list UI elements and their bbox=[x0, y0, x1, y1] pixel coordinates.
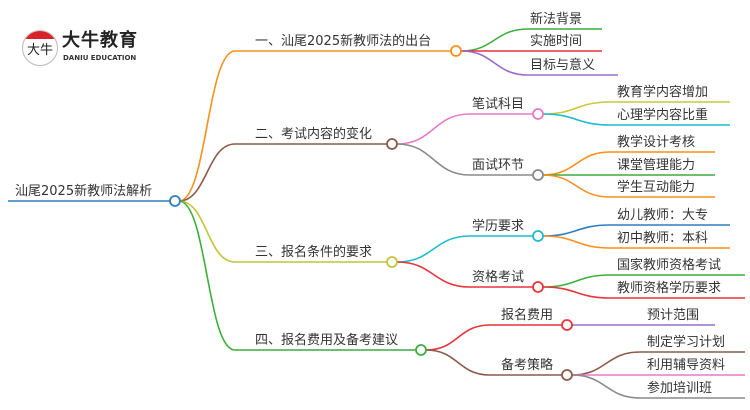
subtopic-connector bbox=[425, 324, 491, 351]
branch-collapse-node[interactable] bbox=[415, 344, 427, 356]
leaf-topic[interactable]: 心理学内容比重 bbox=[617, 107, 708, 123]
subtopic[interactable]: 备考策略 bbox=[501, 357, 553, 373]
leaf-connector bbox=[542, 151, 611, 176]
subtopic-connector bbox=[425, 349, 491, 376]
leaf-topic[interactable]: 教学设计考核 bbox=[617, 134, 695, 150]
leaf-connector bbox=[542, 224, 611, 237]
branch-connector bbox=[178, 143, 236, 202]
subtopic-collapse-node[interactable] bbox=[561, 319, 573, 331]
leaf-topic[interactable]: 国家教师资格考试 bbox=[617, 257, 721, 273]
logo-mark: 大牛 bbox=[22, 30, 58, 66]
leaf-connector bbox=[542, 113, 611, 126]
branch-connector bbox=[178, 50, 236, 202]
subtopic-connector bbox=[396, 235, 471, 263]
root-collapse-node[interactable] bbox=[169, 195, 181, 207]
leaf-topic[interactable]: 学生互动能力 bbox=[617, 179, 695, 195]
leaf-topic[interactable]: 参加培训班 bbox=[647, 380, 712, 396]
logo: 大牛 大牛教育 DANIU EDUCATION bbox=[22, 30, 152, 72]
leaf-topic[interactable]: 制定学习计划 bbox=[647, 334, 725, 350]
logo-mark-text: 大牛 bbox=[27, 43, 54, 58]
leaf-connector bbox=[542, 174, 611, 198]
branch-collapse-node[interactable] bbox=[450, 45, 462, 57]
leaf-connector bbox=[571, 351, 641, 376]
subtopic-collapse-node[interactable] bbox=[532, 108, 544, 120]
branch-collapse-node[interactable] bbox=[386, 138, 398, 150]
subtopic-collapse-node[interactable] bbox=[532, 230, 544, 242]
subtopic-connector bbox=[460, 50, 529, 76]
subtopic-connector bbox=[460, 28, 529, 52]
branch-connector bbox=[178, 200, 236, 351]
subtopic[interactable]: 学历要求 bbox=[472, 218, 524, 234]
leaf-connector bbox=[542, 101, 611, 115]
logo-subtitle: DANIU EDUCATION bbox=[63, 54, 137, 62]
subtopic[interactable]: 资格考试 bbox=[472, 269, 524, 285]
leaf-connector bbox=[542, 286, 611, 299]
subtopic[interactable]: 新法背景 bbox=[530, 11, 582, 27]
leaf-connector bbox=[571, 374, 641, 399]
leaf-topic[interactable]: 幼儿教师：大专 bbox=[617, 207, 708, 223]
leaf-connector bbox=[542, 235, 611, 249]
branch-topic[interactable]: 四、报名费用及备考建议 bbox=[255, 332, 398, 348]
subtopic[interactable]: 笔试科目 bbox=[472, 96, 524, 112]
subtopic-collapse-node[interactable] bbox=[561, 369, 573, 381]
leaf-connector bbox=[542, 274, 611, 288]
subtopic-connector bbox=[396, 143, 471, 176]
subtopic[interactable]: 实施时间 bbox=[530, 34, 582, 49]
leaf-topic[interactable]: 利用辅导资料 bbox=[647, 358, 725, 373]
subtopic[interactable]: 面试环节 bbox=[472, 158, 524, 173]
leaf-topic[interactable]: 初中教师：本科 bbox=[617, 230, 708, 246]
branch-topic[interactable]: 二、考试内容的变化 bbox=[255, 126, 372, 142]
leaf-topic[interactable]: 教育学内容增加 bbox=[617, 84, 708, 100]
subtopic-collapse-node[interactable] bbox=[532, 169, 544, 181]
root-topic[interactable]: 汕尾2025新教师法解析 bbox=[15, 183, 152, 199]
leaf-topic[interactable]: 教师资格学历要求 bbox=[617, 280, 721, 296]
branch-topic[interactable]: 三、报名条件的要求 bbox=[255, 244, 372, 260]
subtopic-connector bbox=[396, 261, 471, 288]
branch-topic[interactable]: 一、汕尾2025新教师法的出台 bbox=[255, 33, 431, 49]
branch-collapse-node[interactable] bbox=[386, 256, 398, 268]
logo-name: 大牛教育 bbox=[62, 30, 138, 51]
subtopic[interactable]: 目标与意义 bbox=[530, 57, 595, 73]
subtopic-collapse-node[interactable] bbox=[532, 281, 544, 293]
branch-connector bbox=[178, 200, 236, 263]
subtopic[interactable]: 报名费用 bbox=[501, 307, 553, 323]
leaf-topic[interactable]: 课堂管理能力 bbox=[617, 158, 695, 173]
subtopic-connector bbox=[396, 113, 471, 145]
leaf-topic[interactable]: 预计范围 bbox=[647, 308, 699, 323]
